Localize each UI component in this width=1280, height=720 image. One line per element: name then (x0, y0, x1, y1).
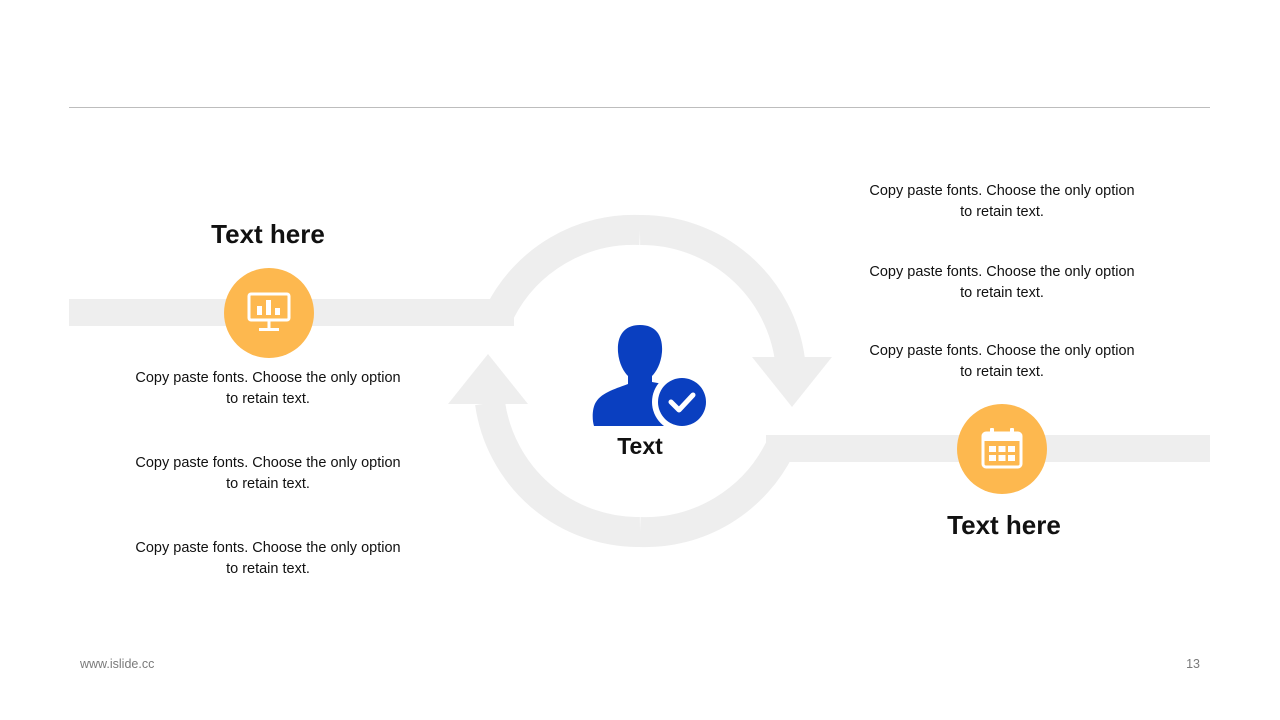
left-text-item-3: Copy paste fonts. Choose the only option… (135, 540, 401, 577)
presentation-chart-icon (247, 292, 291, 331)
page-number: 13 (1186, 657, 1200, 671)
right-text-item-3: Copy paste fonts. Choose the only option… (869, 343, 1135, 380)
top-divider (69, 107, 1210, 108)
left-text-item-1: Copy paste fonts. Choose the only option… (135, 370, 401, 407)
left-text-item-2: Copy paste fonts. Choose the only option… (135, 455, 401, 492)
left-title: Text here (211, 219, 325, 249)
left-icon-circle (224, 268, 314, 358)
center-label: Text (617, 433, 663, 459)
upper-arc-connector (486, 214, 641, 320)
right-text-item-2: Copy paste fonts. Choose the only option… (869, 264, 1135, 301)
right-title: Text here (947, 510, 1061, 540)
right-text-item-1: Copy paste fonts. Choose the only option… (869, 183, 1135, 220)
right-icon-circle (957, 404, 1047, 494)
upper-arc-arrow-body (639, 214, 805, 363)
user-check-icon (592, 325, 710, 432)
calendar-icon (981, 428, 1023, 469)
lower-arrowhead (448, 354, 528, 404)
lower-arc-connector (639, 441, 794, 548)
lower-arc-arrow-body (475, 400, 641, 548)
upper-arrowhead (752, 357, 832, 407)
footer-url: www.islide.cc (80, 657, 155, 671)
